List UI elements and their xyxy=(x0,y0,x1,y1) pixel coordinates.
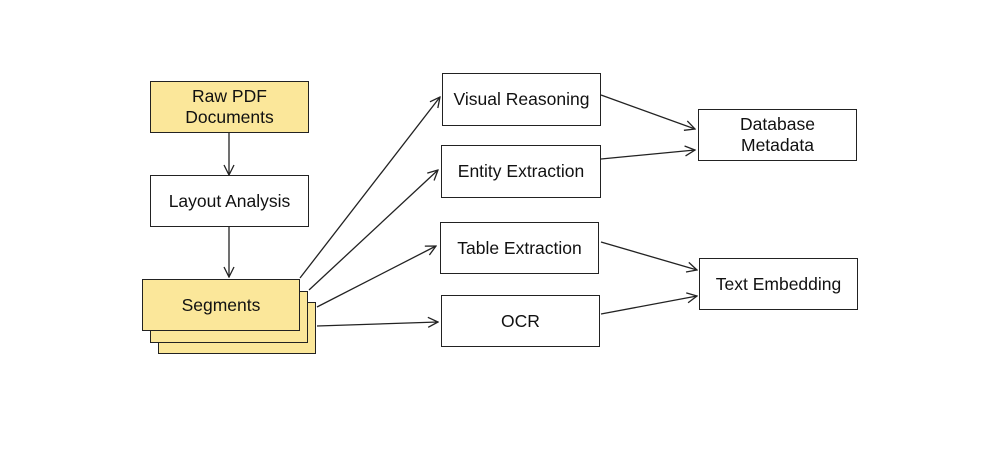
node-raw-pdf-documents: Raw PDF Documents xyxy=(150,81,309,133)
node-label: Text Embedding xyxy=(715,273,842,294)
edge-visual-reasoning-to-database-metadata xyxy=(600,94,695,129)
edge-entity-extraction-to-database-metadata xyxy=(600,150,695,160)
node-visual-reasoning: Visual Reasoning xyxy=(442,73,601,126)
edge-segments-to-table-extraction xyxy=(316,246,436,308)
edge-ocr-to-text-embedding xyxy=(600,296,697,315)
node-label: Raw PDF Documents xyxy=(185,86,274,127)
node-label: Entity Extraction xyxy=(457,161,585,181)
node-label: Table Extraction xyxy=(457,237,582,258)
edge-segments-to-visual-reasoning xyxy=(299,97,440,279)
node-table-extraction: Table Extraction xyxy=(440,222,599,274)
node-label: Layout Analysis xyxy=(168,190,291,211)
node-ocr: OCR xyxy=(441,295,600,347)
edge-segments-to-entity-extraction xyxy=(308,170,438,291)
node-text-embedding: Text Embedding xyxy=(699,258,858,310)
edge-table-extraction-to-text-embedding xyxy=(600,241,697,270)
node-label: Visual Reasoning xyxy=(453,89,590,109)
node-database-metadata: Database Metadata xyxy=(698,109,857,161)
node-label: Database Metadata xyxy=(740,114,815,155)
edge-segments-to-ocr xyxy=(316,322,438,326)
node-label: Segments xyxy=(181,294,261,315)
node-segments: Segments xyxy=(142,279,300,331)
node-layout-analysis: Layout Analysis xyxy=(150,175,309,227)
node-entity-extraction: Entity Extraction xyxy=(441,145,601,198)
node-label: OCR xyxy=(501,310,540,331)
